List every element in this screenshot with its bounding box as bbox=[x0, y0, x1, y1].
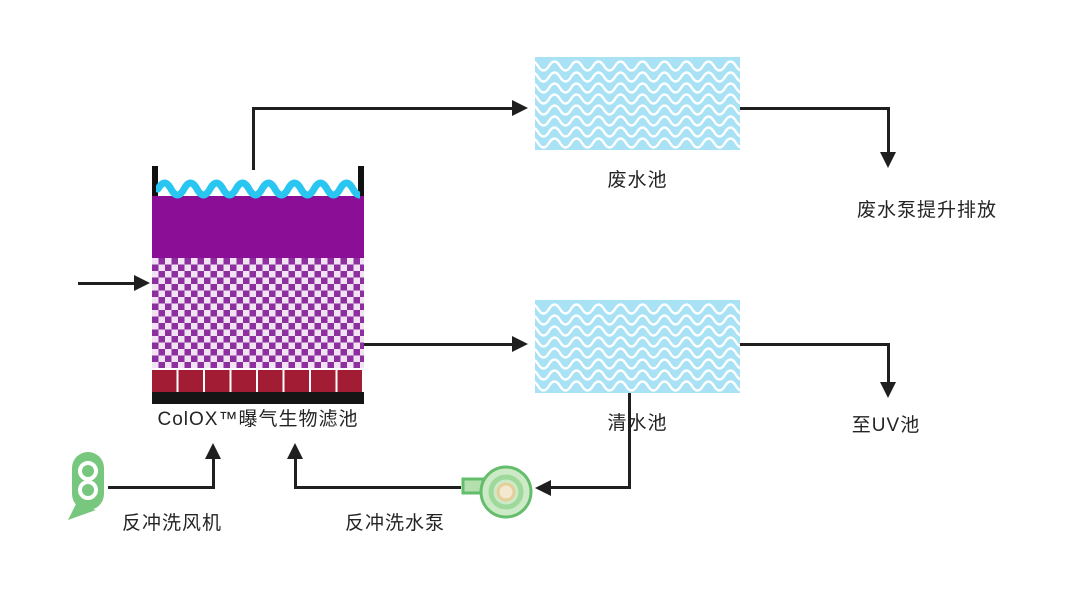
clean-drain-vline bbox=[628, 393, 631, 489]
clean-drain-hline bbox=[551, 486, 630, 489]
tank-wall-right bbox=[358, 166, 364, 208]
tank-media-bed bbox=[152, 258, 364, 368]
tank-to-waste-hline bbox=[252, 107, 512, 110]
backwash-pump-label: 反冲洗水泵 bbox=[344, 513, 445, 534]
blower-arrowhead-icon bbox=[205, 443, 221, 459]
influent-line bbox=[78, 282, 134, 285]
waste-out-arrowhead-icon bbox=[880, 152, 896, 168]
clean-drain-arrowhead-icon bbox=[535, 480, 551, 496]
clean-out-vline bbox=[887, 343, 890, 382]
tank-to-waste-arrowhead-icon bbox=[512, 100, 528, 116]
waste-out-vline bbox=[887, 107, 890, 152]
pump-return-arrowhead-icon bbox=[287, 443, 303, 459]
tank-to-clean-arrowhead-icon bbox=[512, 336, 528, 352]
pump-return-hline bbox=[295, 486, 461, 489]
clean-pool-label: 清水池 bbox=[607, 413, 668, 434]
pump-return-vline bbox=[294, 457, 297, 489]
waste-pool-label: 废水池 bbox=[607, 170, 668, 191]
backwash-pump-icon bbox=[461, 462, 533, 522]
waste-discharge-label: 废水泵提升排放 bbox=[856, 200, 997, 221]
backwash-blower-label: 反冲洗风机 bbox=[121, 513, 222, 534]
tank-water-surface-icon bbox=[154, 172, 370, 200]
clean-pool bbox=[525, 300, 749, 393]
influent-arrowhead-icon bbox=[134, 275, 150, 291]
tank-to-waste-vline bbox=[252, 107, 255, 170]
tank-base-plate bbox=[152, 392, 364, 404]
tank-nozzle-row bbox=[152, 368, 364, 394]
to-uv-label: 至UV池 bbox=[851, 415, 921, 436]
waste-pool bbox=[525, 57, 749, 150]
blower-line-hline bbox=[108, 486, 214, 489]
tank-label: ColOX™曝气生物滤池 bbox=[157, 409, 359, 430]
blower-line-vline bbox=[212, 457, 215, 489]
tank-liquid-zone bbox=[152, 196, 364, 258]
waste-out-hline bbox=[740, 107, 890, 110]
clean-out-arrowhead-icon bbox=[880, 382, 896, 398]
tank-to-clean-hline bbox=[364, 343, 512, 346]
clean-out-hline bbox=[740, 343, 890, 346]
tank-wall-left bbox=[152, 166, 158, 208]
backwash-blower-icon bbox=[64, 450, 112, 524]
